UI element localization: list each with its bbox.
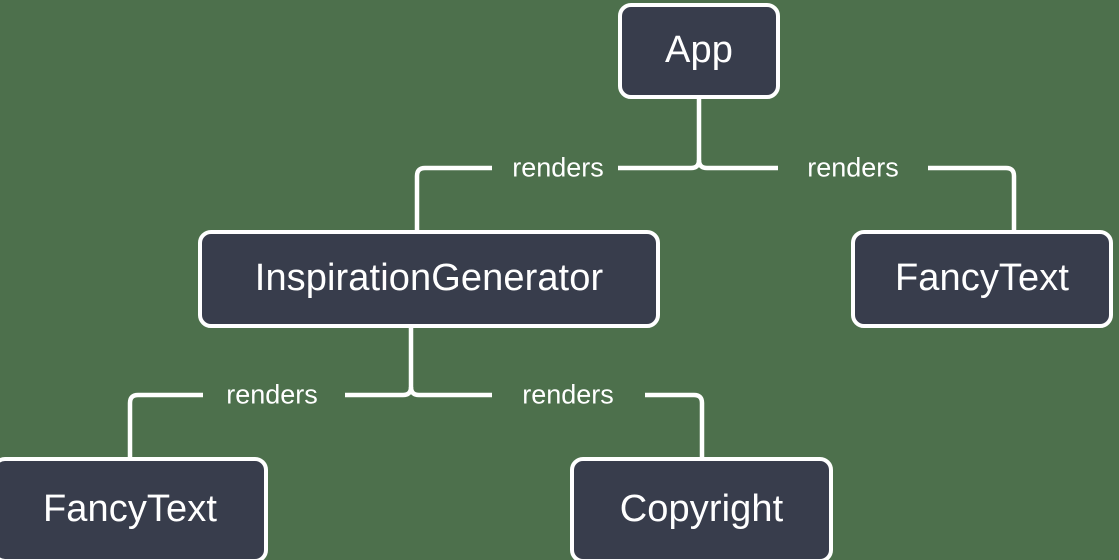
edge-app-to-inspiration-rail-left — [414, 165, 492, 230]
edge-label-app-to-fancytext: renders — [807, 152, 899, 183]
node-fancytext-bottom[interactable]: FancyText — [0, 457, 268, 560]
edge-inspiration-stem — [408, 328, 420, 398]
node-fancytext-top[interactable]: FancyText — [851, 230, 1113, 328]
node-fancytext-bottom-label: FancyText — [42, 488, 218, 530]
edge-app-stem-left — [690, 159, 702, 171]
node-inspiration-generator[interactable]: InspirationGenerator — [198, 230, 660, 328]
node-copyright-label: Copyright — [619, 488, 784, 530]
edge-app-to-fancytext-rail-right — [928, 165, 1017, 230]
edge-inspiration-stem-left — [402, 386, 414, 398]
node-app-label: App — [665, 29, 733, 71]
node-fancytext-top-label: FancyText — [894, 257, 1070, 299]
node-app[interactable]: App — [618, 3, 780, 99]
edge-label-app-to-inspiration: renders — [512, 152, 604, 183]
node-copyright[interactable]: Copyright — [570, 457, 833, 560]
edge-inspiration-to-copyright-rail-right — [645, 392, 705, 457]
edge-app-stem — [696, 99, 708, 171]
edge-label-inspiration-to-copyright: renders — [522, 379, 614, 410]
edge-inspiration-to-fancytext-rail-left — [127, 392, 203, 457]
edge-label-inspiration-to-fancytext: renders — [226, 379, 318, 410]
node-inspiration-generator-label: InspirationGenerator — [254, 257, 604, 299]
